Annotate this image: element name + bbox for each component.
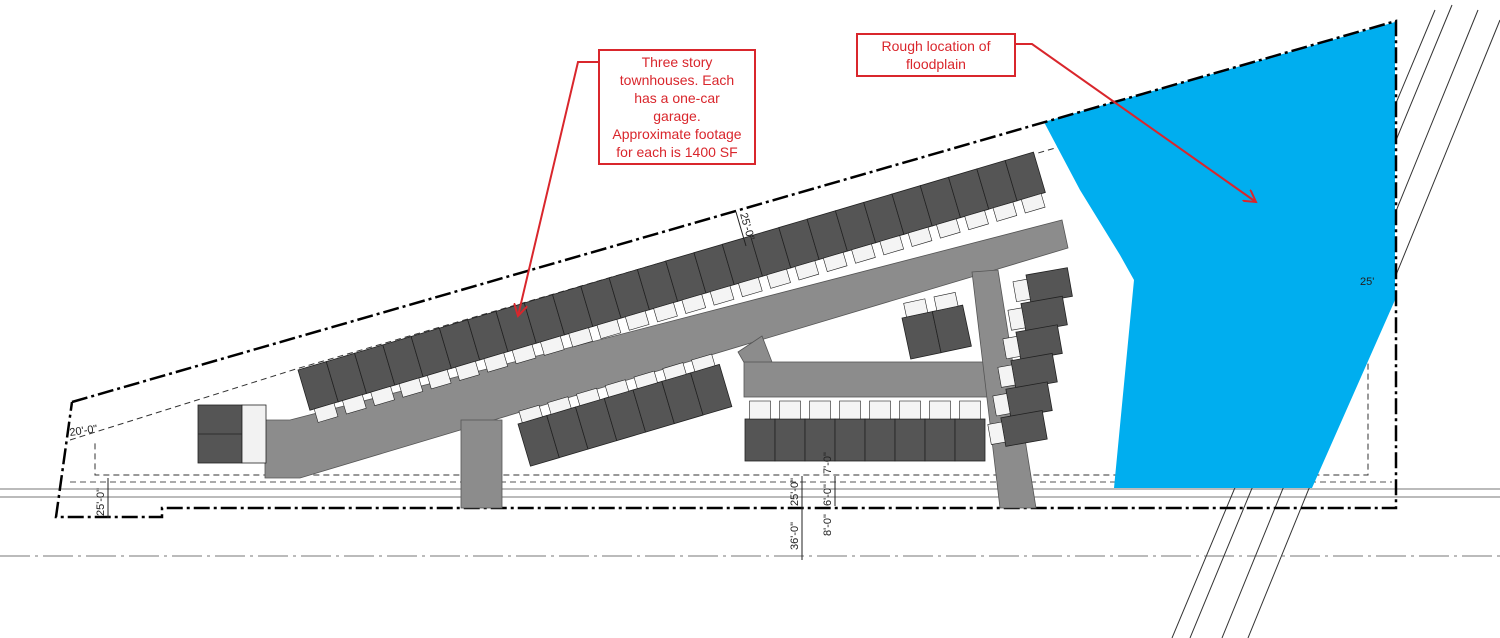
townhouse-unit — [948, 168, 990, 231]
townhouse-unit — [834, 201, 877, 264]
townhouse-unit — [575, 387, 618, 450]
cross-driveway — [743, 361, 991, 398]
dim-right-setback: 25' — [1360, 276, 1374, 288]
townhouse-unit — [924, 400, 956, 462]
townhouse-unit — [919, 176, 961, 239]
townhouse-unit — [987, 410, 1048, 447]
townhouse-unit — [603, 379, 647, 442]
townhouse-unit — [632, 370, 675, 433]
townhouse-unit — [901, 298, 942, 360]
townhouse-unit — [410, 327, 452, 390]
building-west-end — [197, 404, 267, 464]
dim-road-setback: 25'-0" — [789, 478, 801, 506]
floodplain-area — [1044, 22, 1395, 488]
townhouse-unit — [636, 260, 679, 323]
townhouse-unit — [693, 243, 735, 306]
dim-road-curb: 8'-0" — [822, 514, 834, 536]
townhouse-unit — [467, 310, 509, 373]
townhouse-unit — [806, 210, 848, 272]
townhouse-unit — [354, 344, 396, 407]
townhouse-unit — [690, 353, 733, 416]
townhouse-unit — [608, 268, 650, 331]
townhouse-unit — [546, 396, 589, 459]
dim-road-verge: 7'-0" — [822, 452, 834, 474]
townhouse-unit — [721, 235, 763, 298]
townhouse-callout-arrow — [518, 61, 598, 316]
townhouse-unit — [325, 352, 367, 415]
townhouse-unit — [744, 400, 776, 462]
townhouse-unit — [774, 400, 806, 462]
townhouse-unit — [891, 185, 933, 247]
townhouse-row-south — [517, 353, 733, 467]
townhouse-unit — [552, 285, 594, 348]
townhouse-unit — [778, 218, 820, 281]
townhouse-callout: Three story townhouses. Each has a one-c… — [598, 49, 756, 165]
townhouse-unit — [834, 400, 866, 462]
townhouse-unit — [665, 252, 707, 314]
west-connector — [460, 419, 503, 509]
dim-road-sidewalk: 6'-0" — [822, 484, 834, 506]
dim-bottom-left-setback: 25'-0" — [95, 488, 107, 516]
townhouse-unit — [1007, 295, 1068, 333]
townhouse-unit — [517, 404, 560, 467]
street-lines — [0, 488, 1500, 557]
townhouse-unit — [894, 400, 926, 462]
townhouse-unit — [661, 362, 704, 425]
property-boundary — [54, 19, 1398, 519]
townhouse-unit — [863, 193, 905, 256]
townhouse-cluster-small — [901, 292, 972, 360]
townhouse-unit — [1004, 151, 1046, 214]
townhouse-row-north — [297, 151, 1046, 423]
townhouse-unit — [954, 400, 986, 462]
townhouse-unit — [297, 361, 339, 423]
townhouse-unit — [931, 292, 972, 354]
townhouse-unit — [864, 400, 896, 462]
townhouse-unit — [523, 294, 565, 356]
floodplain-callout-arrow — [1016, 43, 1256, 202]
townhouse-row-middle — [744, 400, 986, 462]
floodplain-callout: Rough location of floodplain — [856, 33, 1016, 77]
townhouse-row-east — [987, 267, 1073, 447]
dim-road-total: 36'-0" — [789, 522, 801, 550]
driveways — [264, 219, 1069, 509]
dimension-labels: 25'-0" 20'-0" 25'-0" 25' 36'-0" 25'-0" 6… — [69, 212, 1374, 560]
townhouse-unit — [750, 227, 792, 289]
dim-left-setback: 20'-0" — [69, 423, 99, 439]
townhouse-unit — [804, 400, 836, 462]
